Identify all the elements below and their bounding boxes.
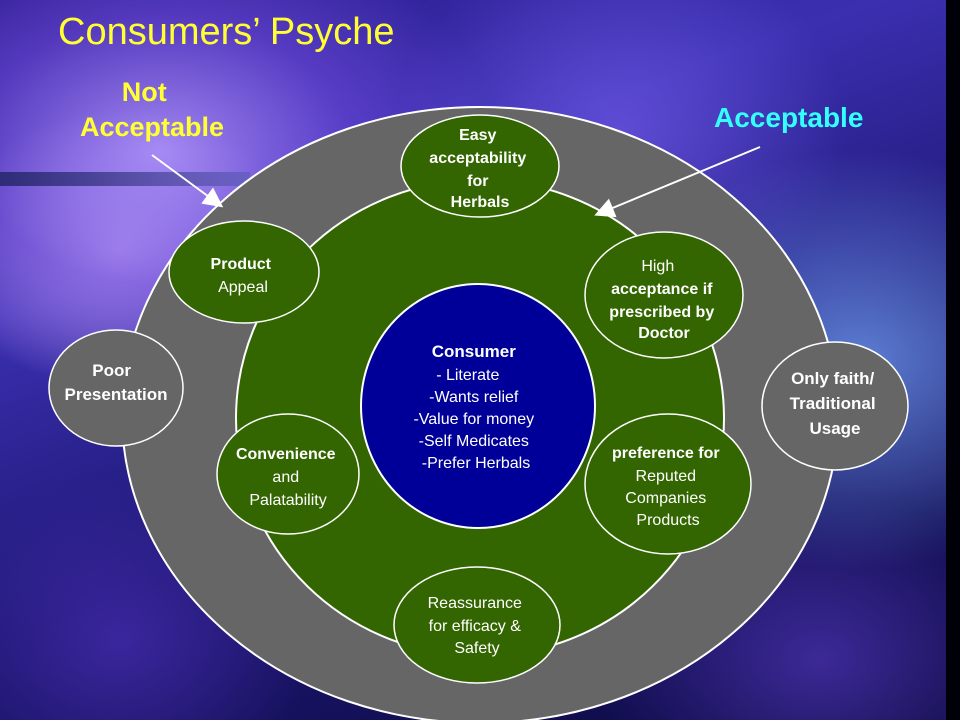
center-consumer: Consumer - Literate -Wants relief -Value… [413, 342, 538, 472]
center-item: -Self Medicates [419, 433, 529, 450]
label-not-acceptable-line: Not [122, 77, 167, 107]
node-top-line: acceptability [429, 150, 526, 167]
node-bottom-line: Safety [454, 640, 499, 657]
node-outer-right: Only faith/ Traditional Usage [761, 341, 909, 471]
slide-title: Consumers’ Psyche [58, 11, 395, 53]
arrow-acceptable [594, 146, 761, 218]
svg-text:Convenience and: Convenience and Palatability [236, 446, 340, 509]
decorative-stripe [0, 172, 250, 186]
svg-text:High acceptance if: High acceptance if prescribed by Doctor [609, 258, 718, 342]
node-upper-left: Product Appeal [168, 220, 320, 324]
node-lower-right: preference for Reputed Companies Product… [584, 413, 752, 555]
node-lower-left-line: and [272, 469, 299, 486]
svg-text:Consumer - Literate: Consumer - Literate -Wants relief -Value… [413, 342, 538, 472]
node-upper-right: High acceptance if prescribed by Doctor [584, 231, 744, 359]
node-outer-right-line: Usage [809, 419, 860, 438]
svg-text:Product Appeal: Product Appeal [211, 256, 276, 296]
node-upper-left-line: Product [211, 256, 272, 273]
center-item: -Value for money [413, 411, 534, 428]
node-upper-right-line: acceptance if [611, 281, 713, 298]
svg-text:Only faith/ Traditiona: Only faith/ Traditional Usage [790, 369, 881, 438]
node-lower-left-line: Palatability [249, 492, 326, 509]
node-bottom: Reassurance for efficacy & Safety [393, 566, 561, 684]
label-not-acceptable-line: Acceptable [80, 112, 224, 142]
node-bottom-line: for efficacy & [429, 618, 522, 635]
center-item: -Wants relief [429, 389, 519, 406]
node-outer-right-line: Traditional [790, 394, 876, 413]
node-top-line: for [467, 173, 488, 190]
node-lower-right-line: preference for [612, 445, 720, 462]
node-outer-right-line: Only faith/ [791, 369, 874, 388]
node-bottom-line: Reassurance [428, 595, 522, 612]
node-upper-left-line: Appeal [218, 279, 268, 296]
svg-text:Reassurance for effica: Reassurance for efficacy & Safety [428, 595, 527, 657]
node-lower-right-line: Reputed [636, 468, 697, 485]
node-outer-left-line: Poor [92, 361, 131, 380]
node-lower-left-line: Convenience [236, 446, 336, 463]
node-upper-right-line: prescribed by [609, 304, 714, 321]
node-top: Easy acceptability for Herbals [400, 114, 560, 218]
node-lower-left: Convenience and Palatability [216, 413, 360, 535]
center-heading: Consumer [432, 342, 516, 361]
node-lower-right-line: Companies [625, 490, 706, 507]
right-edge-strip [946, 0, 960, 720]
node-top-line: Easy [459, 127, 496, 144]
svg-text:preference for Reputed: preference for Reputed Companies Product… [612, 445, 724, 529]
center-item: - Literate [436, 367, 499, 384]
node-upper-right-line: High [641, 258, 674, 275]
label-not-acceptable: Not Acceptable [80, 77, 224, 142]
node-lower-right-line: Products [636, 512, 699, 529]
label-acceptable: Acceptable [714, 102, 863, 133]
node-outer-left-line: Presentation [65, 385, 168, 404]
node-top-line: Herbals [451, 194, 510, 211]
center-item: -Prefer Herbals [422, 455, 530, 472]
svg-text:Poor Presentation: Poor Presentation [65, 361, 168, 404]
center-disc [360, 283, 596, 529]
arrow-not-acceptable [151, 154, 224, 208]
svg-text:Easy acceptability: Easy acceptability for Herbals [429, 127, 530, 211]
node-outer-left: Poor Presentation [48, 329, 184, 447]
node-upper-right-line: Doctor [638, 325, 690, 342]
